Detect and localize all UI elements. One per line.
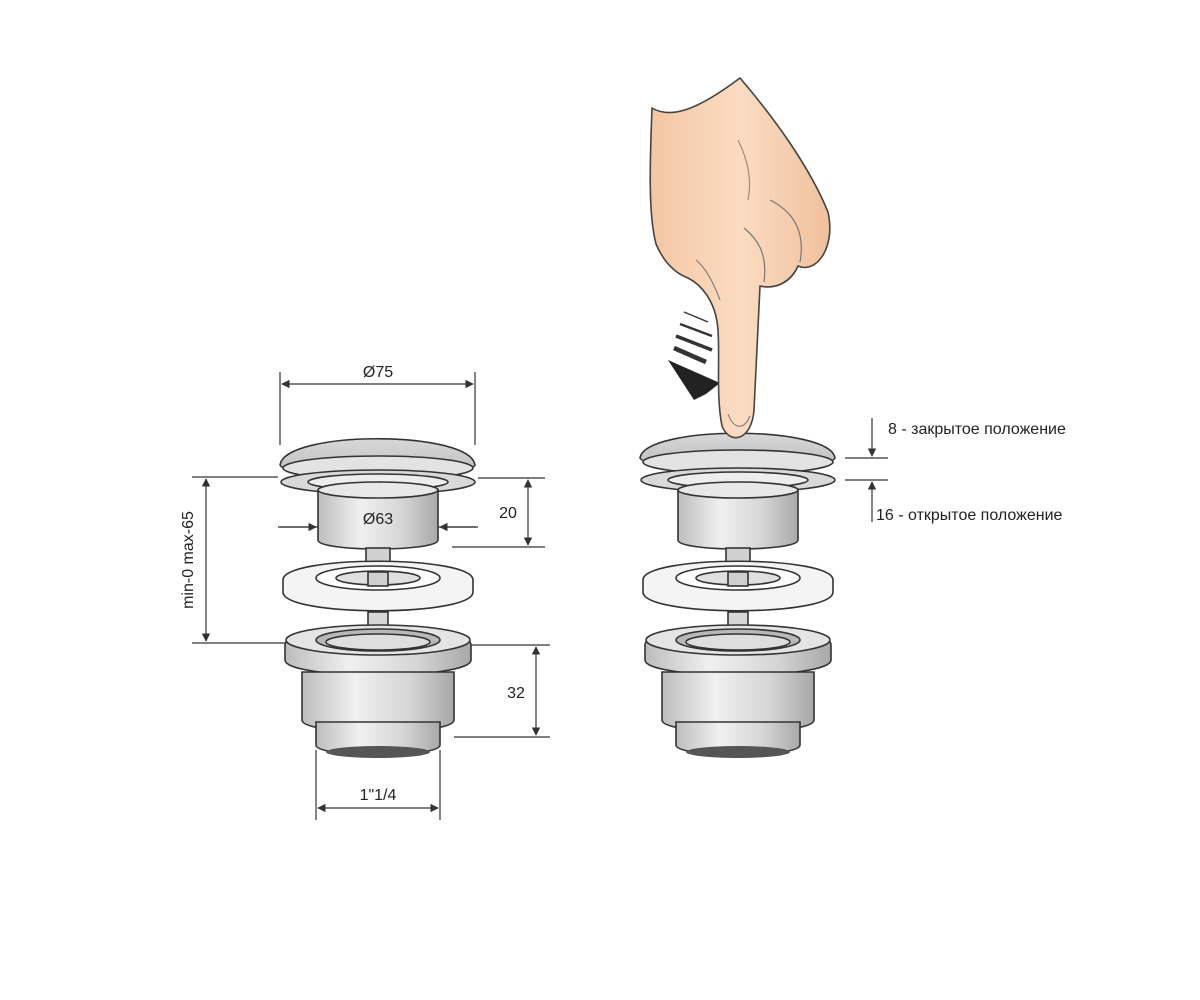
cap-height-label: 20 [499,505,517,522]
dim-body-diameter: Ø63 [278,511,478,532]
body-diameter-label: Ø63 [363,511,393,528]
closed-position-label: 8 - закрытое положение [888,421,1066,438]
dim-thread: 1"1/4 [315,750,441,820]
right-body [677,481,799,575]
left-assembly: Ø75 Ø63 20 min-0 max-65 32 [180,364,550,820]
dim-adjust-range: min-0 max-65 [180,476,285,644]
right-gasket [642,560,834,612]
left-base [284,624,472,758]
cap-diameter-label: Ø75 [363,364,393,381]
left-body [317,481,439,575]
dim-base-height: 32 [454,644,550,738]
base-height-label: 32 [507,685,525,702]
pointing-hand-icon [649,77,831,439]
thread-label: 1"1/4 [360,787,397,804]
open-position-label: 16 - открытое положение [876,507,1063,524]
dim-cap-height: 20 [452,477,545,548]
press-arrow-icon [668,311,720,400]
left-gasket [282,560,474,612]
right-base [644,624,832,758]
dim-stroke: 8 - закрытое положение 16 - открытое пол… [845,418,1066,524]
right-assembly: 8 - закрытое положение 16 - открытое пол… [639,77,1066,758]
dim-cap-diameter: Ø75 [279,364,476,445]
adjust-range-label: min-0 max-65 [180,511,197,609]
